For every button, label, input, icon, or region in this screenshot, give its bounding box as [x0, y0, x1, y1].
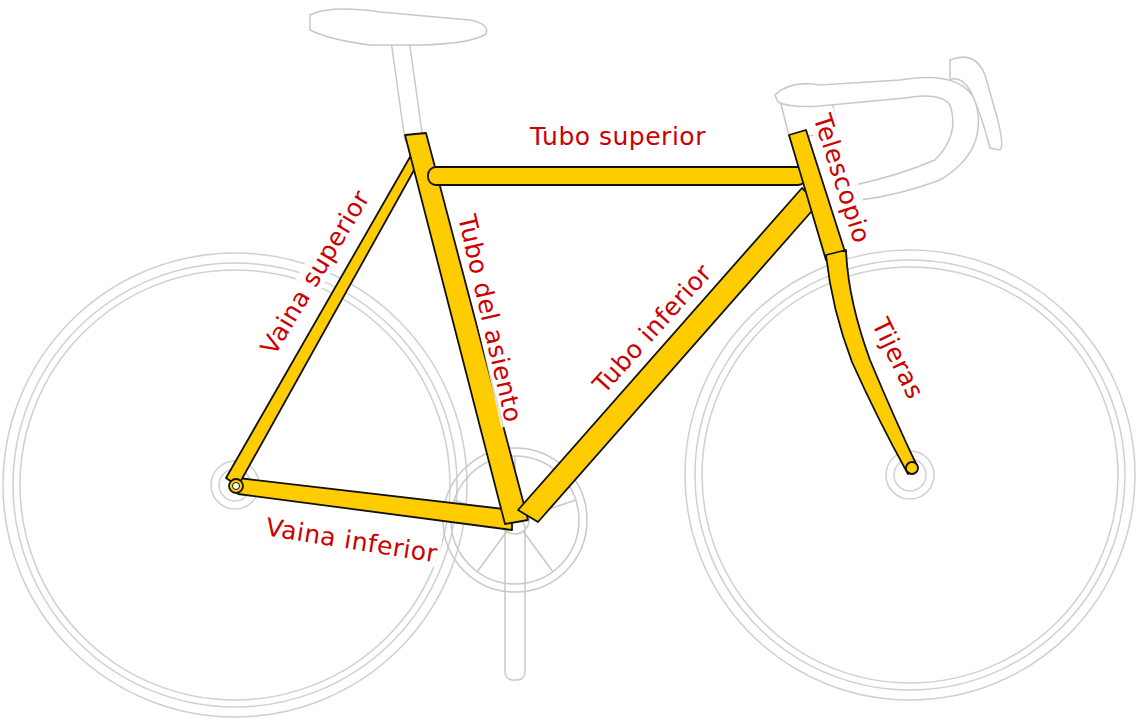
part-label: Vaina inferior	[261, 513, 442, 568]
part-label: Tubo superior	[527, 123, 709, 150]
